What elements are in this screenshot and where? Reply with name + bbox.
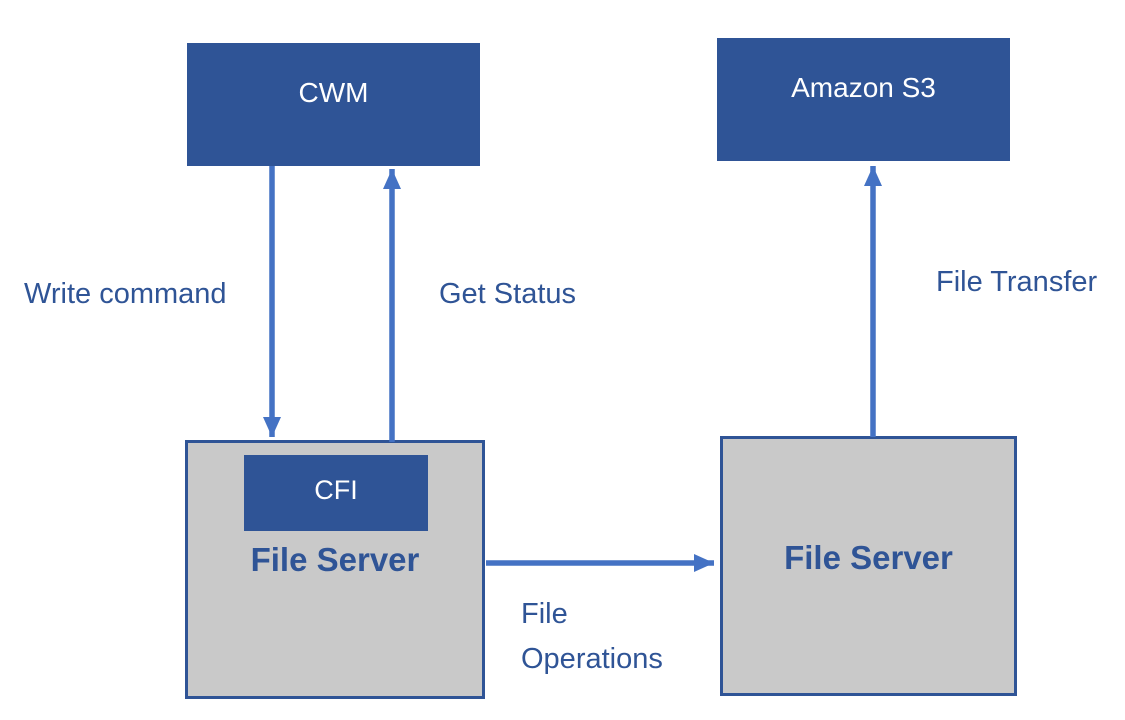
node-cwm-label: CWM: [298, 77, 369, 108]
edge-label-write-command: Write command: [24, 278, 227, 310]
node-cwm: CWM: [187, 43, 480, 166]
edge-label-file-transfer: File Transfer: [936, 266, 1098, 298]
node-file-server-right-label: File Server: [784, 539, 953, 576]
node-cfi: CFI: [244, 455, 428, 531]
node-file-server-right: File Server: [720, 436, 1017, 696]
node-amazon-s3-label: Amazon S3: [791, 72, 936, 103]
node-file-server-left-label: File Server: [250, 541, 420, 578]
node-cfi-label: CFI: [314, 474, 358, 505]
node-file-server-left: CFI File Server: [185, 440, 485, 699]
edge-label-get-status: Get Status: [439, 278, 577, 310]
edge-label-file-operations: File Operations: [521, 598, 663, 675]
node-amazon-s3: Amazon S3: [717, 38, 1010, 161]
